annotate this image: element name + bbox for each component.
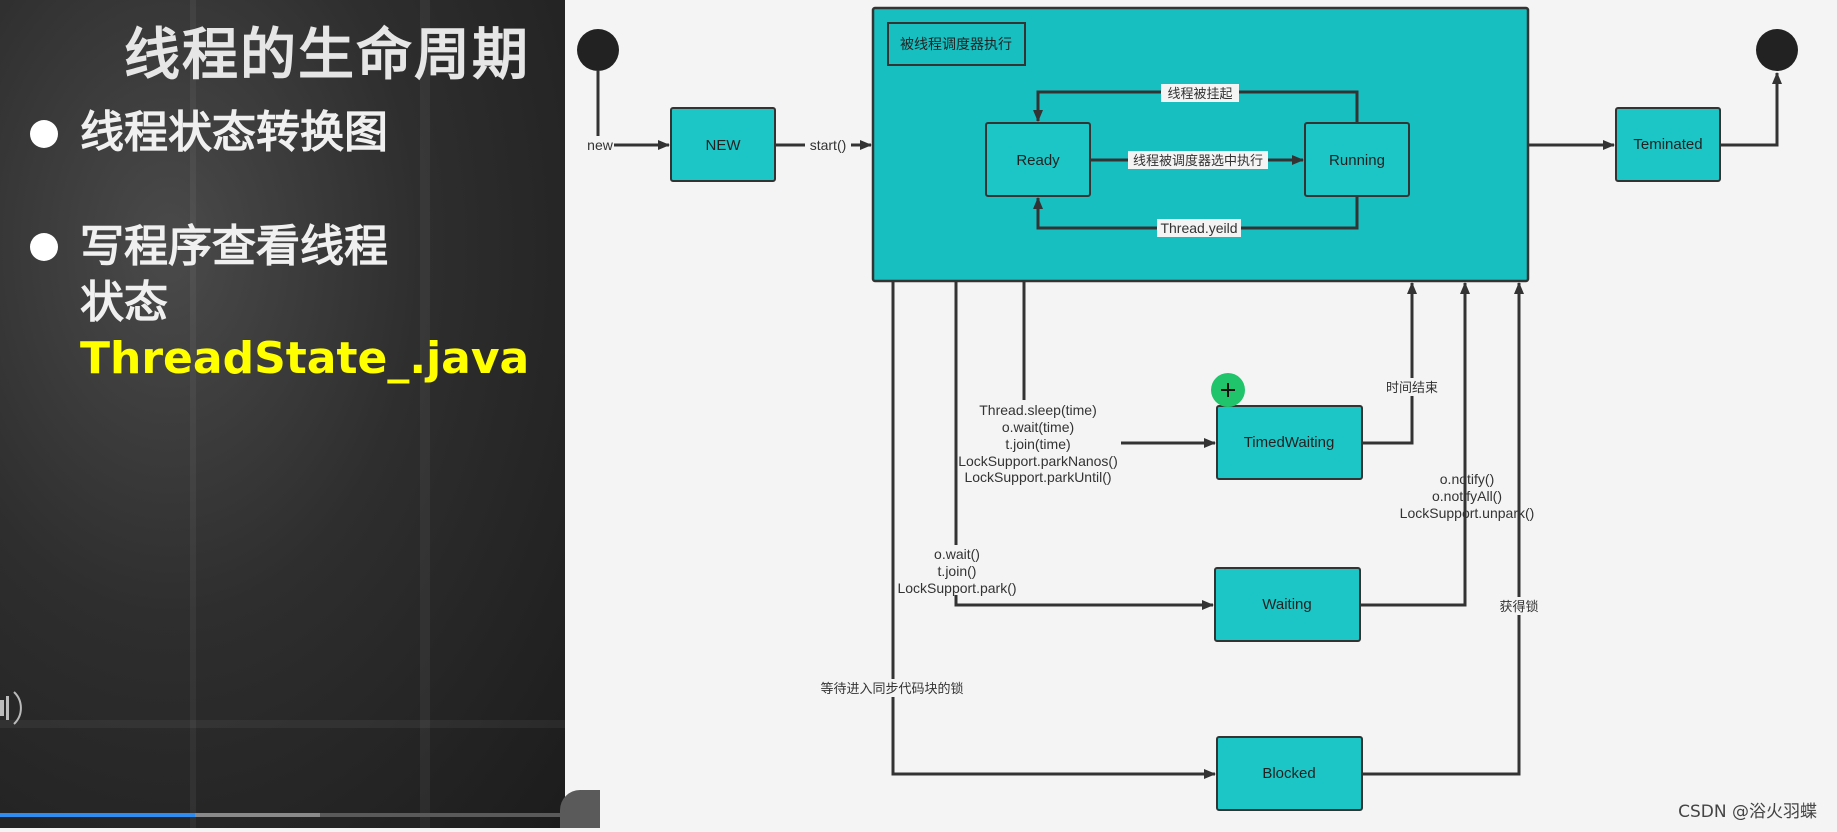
notify-call: LockSupport.unpark() [1400,505,1535,521]
edge-label-bg [1128,151,1268,169]
edge-start-label: start() [810,137,847,153]
start-node [577,29,619,71]
edge-yield-label: Thread.yeild [1160,220,1237,236]
bullet-dot [30,233,58,261]
background-streak [0,720,565,728]
page-corner-handle [560,790,600,828]
bullet-2-filename: ThreadState_.java [80,333,530,384]
notify-call: o.notifyAll() [1432,488,1502,504]
edge-new-label: new [587,137,614,153]
edge-label-bg [1496,597,1542,615]
edge-new [596,71,670,150]
edge-to-blocked [891,281,1216,779]
end-node [1756,29,1798,71]
edge-time-up [1362,282,1417,445]
slide-panel: 线程的生命周期 线程状态转换图 写程序查看线程 状态 ThreadState_.… [0,0,565,828]
edge-label-bg [1161,84,1239,102]
edge-end [1720,72,1782,147]
edge-time-up-label: 时间结束 [1386,380,1438,395]
timed-call: LockSupport.parkUntil() [964,469,1111,485]
edge-label-bg [1157,219,1241,237]
background-streak [190,0,196,828]
edge-notify [1360,282,1470,607]
volume-icon[interactable] [0,688,28,728]
scheduler-label-box [887,22,1026,66]
watermark: CSDN @浴火羽蝶 [1678,802,1817,822]
edge-selected-label: 线程被调度器选中执行 [1133,153,1263,168]
wait-call: LockSupport.park() [897,580,1016,596]
wait-call: t.join() [938,563,977,579]
state-timed-waiting-label: TimedWaiting [1244,434,1335,451]
state-ready-label: Ready [1016,152,1060,169]
progress-played [0,813,195,817]
plus-icon [1221,383,1235,397]
edge-acquire-lock-label: 获得锁 [1499,599,1538,614]
state-new-label: NEW [706,137,742,154]
bullet-2-line-1: 写程序查看线程 [80,221,388,272]
video-progress-bar[interactable] [0,813,565,817]
edge-label-bg [584,136,614,154]
slide-title: 线程的生命周期 [124,23,530,88]
state-waiting-label: Waiting [1262,596,1311,613]
wait-call: o.wait() [934,546,980,562]
state-blocked-label: Blocked [1262,765,1315,782]
scheduler-label: 被线程调度器执行 [900,36,1012,52]
bullet-dot [30,120,58,148]
edge-wait-sync-label: 等待进入同步代码块的锁 [820,681,963,696]
bullet-2-line-2: 状态 [80,277,168,328]
timed-calls: Thread.sleep(time) o.wait(time) t.join(t… [958,402,1118,485]
timed-call: LockSupport.parkNanos() [958,453,1118,469]
edge-suspended-label: 线程被挂起 [1167,86,1232,101]
timed-call: Thread.sleep(time) [979,402,1097,418]
bullet-1-text: 线程状态转换图 [80,107,388,158]
notify-calls: o.notify() o.notifyAll() LockSupport.unp… [1400,471,1535,521]
thread-state-diagram: 被线程调度器执行 NEW Ready Running Teminated Tim… [565,0,1837,828]
edge-acquire-lock [1362,282,1524,776]
wait-calls: o.wait() t.join() LockSupport.park() [897,546,1016,596]
timed-call: t.join(time) [1005,436,1070,452]
edge-label-bg [1382,378,1442,396]
background-streak [420,0,430,828]
timed-call: o.wait(time) [1002,419,1074,435]
edge-label-bg [817,679,967,697]
state-running-label: Running [1329,152,1385,169]
notify-call: o.notify() [1440,471,1494,487]
diagram-canvas: 被线程调度器执行 NEW Ready Running Teminated Tim… [577,6,1798,811]
edge-label-bg [805,136,851,154]
edge-to-waiting-arrow [954,595,1214,610]
state-terminated-label: Teminated [1633,136,1702,153]
